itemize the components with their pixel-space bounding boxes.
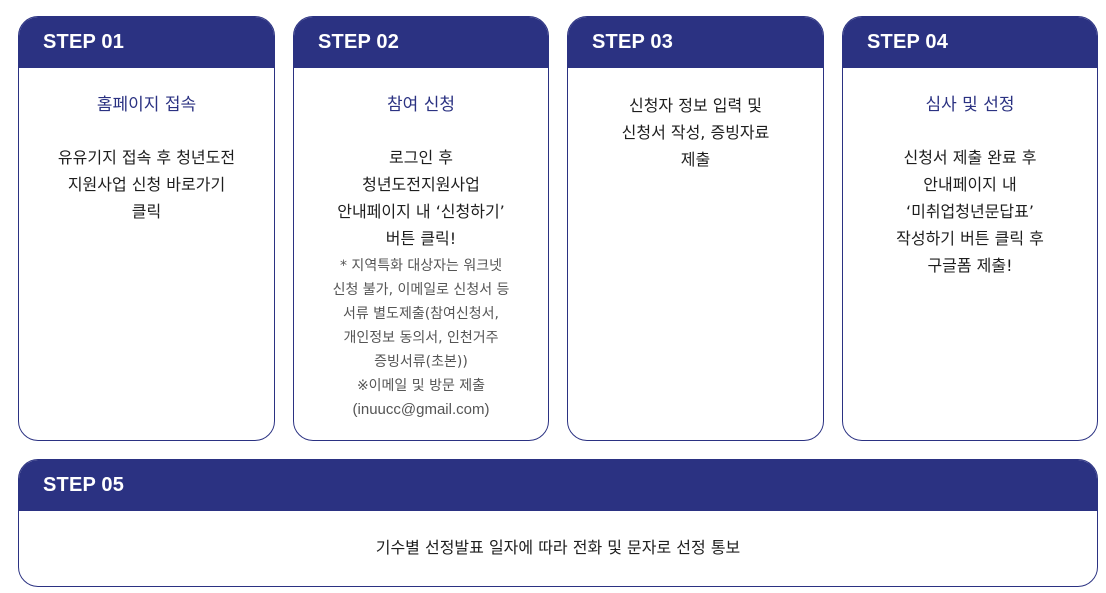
step-04-card: STEP 04 심사 및 선정 신청서 제출 완료 후 안내페이지 내 ‘미취업… [842,16,1098,441]
description-line: 청년도전지원사업 [362,175,480,194]
step-label: STEP 02 [294,17,548,68]
description-line: 작성하기 버튼 클릭 후 [896,229,1044,248]
description-line: 기수별 선정발표 일자에 따라 전화 및 문자로 선정 통보 [375,538,741,557]
description-line: ‘미취업청년문답표’ [906,202,1034,221]
note-line: 서류 별도제출(참여신청서, [342,306,500,322]
description-line: 신청자 정보 입력 및 [628,96,763,115]
step-body: 기수별 선정발표 일자에 따라 전화 및 문자로 선정 통보 [19,534,1097,561]
step-body: 참여 신청 로그인 후 청년도전지원사업 안내페이지 내 ‘신청하기’ 버튼 클… [294,92,548,422]
step-02-card: STEP 02 참여 신청 로그인 후 청년도전지원사업 안내페이지 내 ‘신청… [293,16,549,441]
description-line: 신청서 제출 완료 후 [903,148,1037,167]
step-description: 기수별 선정발표 일자에 따라 전화 및 문자로 선정 통보 [31,534,1085,561]
note-line: ※이메일 및 방문 제출 [356,378,486,394]
description-line: 제출 [680,150,711,169]
note-line: 신청 불가, 이메일로 신청서 등 [332,282,510,298]
description-line: 지원사업 신청 바로가기 [67,175,226,194]
note-line: 증빙서류(초본)) [374,354,468,370]
description-line: 유유기지 접속 후 청년도전 [57,148,236,167]
step-body: 심사 및 선정 신청서 제출 완료 후 안내페이지 내 ‘미취업청년문답표’ 작… [843,92,1097,279]
step-label: STEP 03 [568,17,823,68]
step-description: 신청자 정보 입력 및 신청서 작성, 증빙자료 제출 [580,92,811,173]
description-line: 클릭 [131,202,162,221]
step-label: STEP 01 [19,17,274,68]
description-line: 안내페이지 내 [923,175,1017,194]
description-line: 신청서 작성, 증빙자료 [621,123,770,142]
step-body: 홈페이지 접속 유유기지 접속 후 청년도전 지원사업 신청 바로가기 클릭 [19,92,274,225]
step-05-card: STEP 05 기수별 선정발표 일자에 따라 전화 및 문자로 선정 통보 [18,459,1098,587]
step-label: STEP 04 [843,17,1097,68]
note-line: * 지역특화 대상자는 워크넷 [339,258,503,274]
step-body: 신청자 정보 입력 및 신청서 작성, 증빙자료 제출 [568,92,823,173]
description-line: 구글폼 제출! [927,256,1013,275]
step-title: 심사 및 선정 [925,95,1015,115]
step-03-card: STEP 03 신청자 정보 입력 및 신청서 작성, 증빙자료 제출 [567,16,824,441]
step-title: 홈페이지 접속 [96,95,197,115]
step-01-card: STEP 01 홈페이지 접속 유유기지 접속 후 청년도전 지원사업 신청 바… [18,16,275,441]
step-description: 유유기지 접속 후 청년도전 지원사업 신청 바로가기 클릭 [31,144,262,225]
description-line: 안내페이지 내 ‘신청하기’ [337,202,505,221]
step-description: 신청서 제출 완료 후 안내페이지 내 ‘미취업청년문답표’ 작성하기 버튼 클… [855,144,1085,279]
description-line: 로그인 후 [389,148,453,167]
contact-email: (inuucc@gmail.com) [352,401,490,418]
step-label: STEP 05 [19,460,1097,511]
note-line: 개인정보 동의서, 인천거주 [343,330,499,346]
step-description: 로그인 후 청년도전지원사업 안내페이지 내 ‘신청하기’ 버튼 클릭! [306,144,536,252]
step-note: * 지역특화 대상자는 워크넷 신청 불가, 이메일로 신청서 등 서류 별도제… [306,254,536,422]
step-title: 참여 신청 [387,95,455,115]
description-line: 버튼 클릭! [385,229,457,248]
